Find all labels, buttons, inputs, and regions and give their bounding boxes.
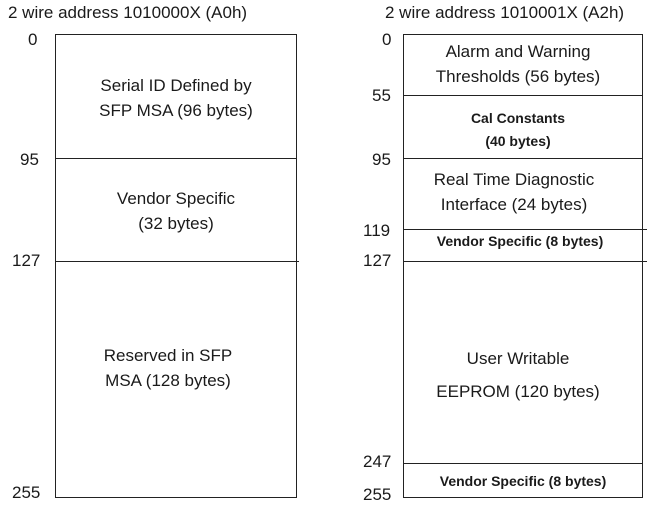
right-map-title: 2 wire address 1010001X (A2h) [385,3,625,22]
right-divider-127 [403,261,647,262]
right-address-119: 119 [363,221,391,240]
left-region-reserved: Reserved in SFP MSA (128 bytes) [103,346,233,390]
right-region-user-eeprom: User Writable EEPROM (120 bytes) [436,349,600,401]
left-divider-127 [55,261,299,262]
right-divider-119 [403,229,647,230]
right-region-vendor-specific-1: Vendor Specific (8 bytes) [436,233,604,249]
right-region-cal-constants: Cal Constants (40 bytes) [470,110,566,149]
left-address-255: 255 [12,483,41,502]
left-address-0: 0 [28,30,38,49]
right-address-55: 55 [372,86,391,105]
right-divider-55 [403,95,643,96]
right-address-247: 247 [363,452,392,471]
left-map-title: 2 wire address 1010000X (A0h) [8,3,248,22]
left-region-vendor-specific: Vendor Specific (32 bytes) [116,189,236,233]
right-divider-95 [403,158,643,159]
left-divider-95 [55,158,297,159]
left-memory-map [55,34,297,498]
right-divider-247 [403,463,643,464]
left-region-serial-id: Serial ID Defined by SFP MSA (96 bytes) [99,76,253,120]
right-region-diagnostics: Real Time Diagnostic Interface (24 bytes… [433,170,595,214]
right-address-127: 127 [363,251,392,270]
right-region-vendor-specific-2: Vendor Specific (8 bytes) [439,473,607,489]
left-address-127: 127 [12,251,41,270]
left-address-95: 95 [20,150,39,169]
right-address-95: 95 [372,150,391,169]
right-address-0: 0 [382,30,392,49]
right-region-thresholds: Alarm and Warning Thresholds (56 bytes) [435,42,601,86]
right-memory-map [403,34,643,498]
right-address-255: 255 [363,485,392,504]
